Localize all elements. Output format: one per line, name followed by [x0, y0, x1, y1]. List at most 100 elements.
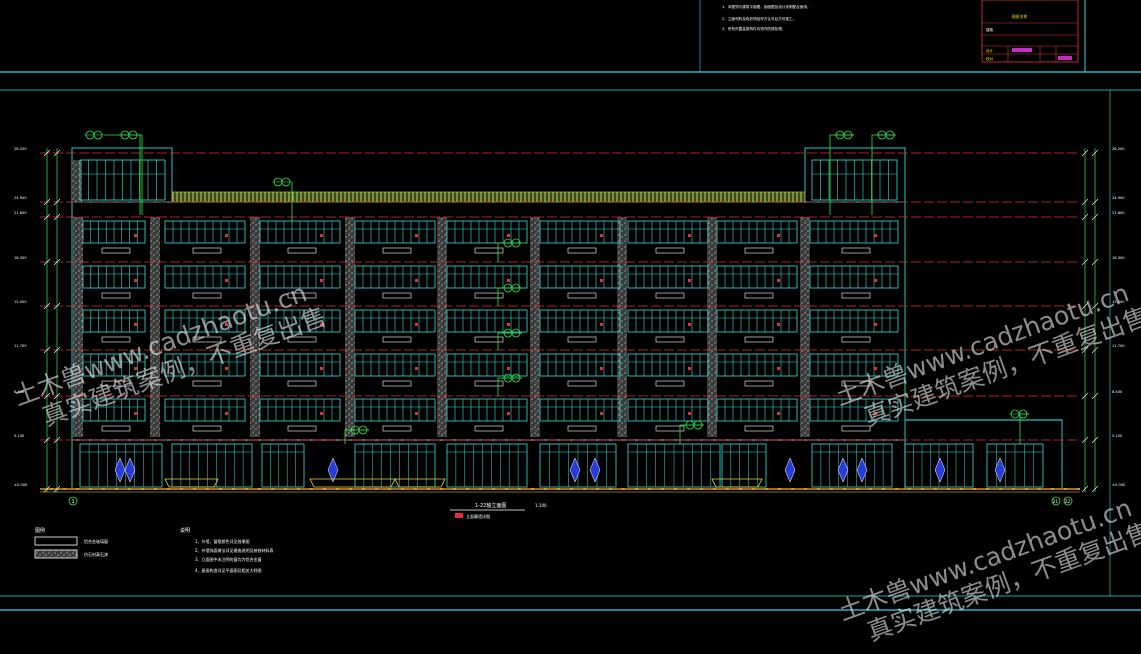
window-sill-panel: [744, 336, 774, 343]
level-label-left: 21.600: [14, 211, 27, 215]
window-marker: [320, 367, 323, 370]
detail-leader: [497, 377, 522, 396]
dimension-tick: [1091, 485, 1099, 493]
dimension-tick: [43, 149, 51, 157]
window-marker: [134, 412, 137, 415]
window-sill-panel: [655, 292, 685, 299]
svg-text:1: 1: [72, 499, 75, 505]
dimension-tick: [53, 436, 61, 444]
dimension-tick: [43, 436, 51, 444]
title-block-row-2: 设计: [986, 48, 994, 53]
window-sill-panel: [841, 292, 871, 299]
level-label-right: 28.200: [1112, 147, 1125, 151]
window-marker: [225, 412, 228, 415]
door-glass: [934, 457, 946, 483]
window-marker: [688, 279, 691, 282]
dimension-tick: [43, 213, 51, 221]
window-band: [809, 398, 899, 422]
storefront: [79, 443, 163, 488]
window-marker: [874, 279, 877, 282]
detail-leader: [497, 287, 522, 306]
drawing-scale: 1:100: [535, 503, 547, 508]
window-sill-panel: [287, 247, 317, 254]
dimension-tick: [1091, 149, 1099, 157]
window-marker: [415, 323, 418, 326]
left-tower: [71, 147, 173, 203]
dimension-tick: [1091, 436, 1099, 444]
door-glass: [114, 457, 126, 483]
window-sill-panel: [474, 292, 504, 299]
window-sill-panel: [192, 380, 222, 387]
dimension-tick: [53, 485, 61, 493]
dimension-tick: [43, 392, 51, 400]
storefront: [446, 443, 528, 488]
level-label-right: 21.600: [1112, 211, 1125, 215]
dimension-tick: [1091, 258, 1099, 266]
window-marker: [874, 412, 877, 415]
stone-pilaster: [800, 217, 810, 437]
window-sill-panel: [382, 292, 412, 299]
window-sill-panel: [382, 336, 412, 343]
window-marker: [415, 234, 418, 237]
window-marker: [600, 234, 603, 237]
level-label-left: 28.200: [14, 147, 27, 151]
detail-leader: [344, 429, 369, 444]
window-marker: [777, 234, 780, 237]
level-label-left: 8.400: [14, 390, 25, 394]
window-marker: [600, 279, 603, 282]
entrance-canopy: [711, 478, 763, 488]
notes-line-3: 3、立面图中未注明的窗均为铝合金窗: [195, 556, 262, 562]
grid-bubble-left: 1: [68, 496, 78, 506]
window-band: [809, 309, 899, 333]
window-sill-panel: [101, 336, 131, 343]
entrance-canopy: [394, 478, 446, 488]
window-sill-panel: [287, 425, 317, 432]
notes-line-4: 4、屋面构造详见平面图及相关大样图: [195, 567, 262, 573]
window-sill-panel: [382, 425, 412, 432]
window-sill-panel: [101, 425, 131, 432]
level-label-right: ±0.000: [1112, 483, 1126, 487]
window-sill-panel: [474, 425, 504, 432]
top-note-3: 3、所有外露金属构件均须作防锈处理。: [722, 26, 785, 31]
window-marker: [134, 323, 137, 326]
sheet-frame: [0, 0, 1141, 611]
window-marker: [225, 234, 228, 237]
window-sill-panel: [567, 380, 597, 387]
detail-leader: [104, 134, 141, 215]
window-marker: [415, 412, 418, 415]
window-sill-panel: [474, 247, 504, 254]
level-label-left: ±0.000: [14, 483, 28, 487]
entrance-canopy: [309, 478, 396, 488]
level-label-right: 18.300: [1112, 256, 1125, 260]
detail-leader: [497, 332, 522, 350]
window-sill-panel: [744, 380, 774, 387]
level-label-left: 18.300: [14, 256, 27, 260]
legend-title: 图例: [35, 527, 45, 534]
grid-bubble-right-a: 21: [1051, 496, 1061, 506]
window-marker: [134, 279, 137, 282]
window-marker: [688, 234, 691, 237]
window-sill-panel: [744, 292, 774, 299]
stone-pilaster: [250, 217, 260, 437]
window-sill-panel: [101, 247, 131, 254]
door-glass: [856, 457, 868, 483]
notes: 说明 1、外墙、窗框颜色详见效果图 2、外墙饰面做法详见建施说明及装修材料表 3…: [180, 527, 274, 573]
window-sill-panel: [841, 336, 871, 343]
window-sill-panel: [382, 247, 412, 254]
notes-title: 说明: [180, 527, 190, 534]
window-marker: [777, 279, 780, 282]
window-sill-panel: [567, 292, 597, 299]
window-marker: [415, 279, 418, 282]
dimension-tick: [43, 258, 51, 266]
top-note-1: 1、本图须与建筑平面图、剖面图及设计说明配合使用。: [722, 4, 811, 9]
dimension-tick: [1081, 346, 1089, 354]
dimension-tick: [1081, 392, 1089, 400]
window-sill-panel: [744, 425, 774, 432]
dimension-tick: [53, 302, 61, 310]
window-band: [809, 220, 899, 244]
stone-pilaster: [437, 217, 447, 437]
window-sill-panel: [192, 247, 222, 254]
right-annex: [904, 419, 1063, 490]
window-marker: [874, 234, 877, 237]
window-marker: [600, 323, 603, 326]
